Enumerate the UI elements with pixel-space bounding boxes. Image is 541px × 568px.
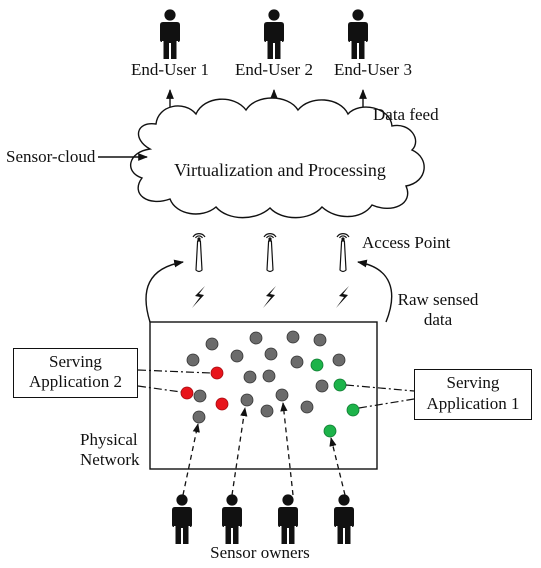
raw-data-line-2: data [423, 309, 453, 329]
serving-links [137, 369, 415, 409]
sensor-node-gray [286, 330, 300, 344]
access-point-1-icon [192, 233, 206, 273]
sensor-node-gray [332, 353, 346, 367]
network-to-ap-arrow-right [357, 259, 393, 323]
sensor-node-gray [243, 370, 257, 384]
sensor-node-red [210, 366, 224, 380]
sensor-node-gray [193, 389, 207, 403]
raw-data-line-1: Raw sensed [397, 290, 479, 309]
sensor-node-gray [230, 349, 244, 363]
sensor-node-gray [313, 333, 327, 347]
sensor-node-green [310, 358, 324, 372]
sensor-node-gray [262, 369, 276, 383]
sensor-node-gray [240, 393, 254, 407]
end-user-3-label: End-User 3 [334, 60, 412, 79]
access-point-3-icon [336, 233, 350, 273]
owner-2-link [231, 407, 248, 496]
app2-link-2 [137, 385, 182, 393]
physical-network-line-2: Network [80, 450, 140, 469]
end-user-1-label: End-User 1 [131, 60, 209, 79]
cloud-shape [130, 97, 425, 219]
end-user-3-icon [348, 9, 368, 59]
serving-application-1-box: Serving Application 1 [414, 369, 532, 420]
end-user-2-icon [264, 9, 284, 59]
access-point-label: Access Point [362, 233, 451, 252]
owner-3-link [280, 402, 294, 496]
sensor-node-gray [260, 404, 274, 418]
sensor-owner-2-icon [222, 494, 242, 544]
owner-links [182, 402, 346, 496]
access-point-2-icon [263, 233, 277, 273]
sensor-node-gray [315, 379, 329, 393]
wireless-bolt-2-icon [263, 286, 276, 308]
sensor-node-gray [264, 347, 278, 361]
app1-line-2: Application 1 [426, 394, 520, 413]
cloud-label: Virtualization and Processing [174, 160, 386, 180]
app2-link-1 [137, 369, 212, 374]
app2-line-1: Serving [49, 352, 102, 371]
end-user-2-label: End-User 2 [235, 60, 313, 79]
sensor-node-gray [249, 331, 263, 345]
owner-1-link [182, 423, 200, 496]
sensor-node-green [333, 378, 347, 392]
app2-line-2: Application 2 [28, 372, 122, 391]
wireless-bolt-1-icon [192, 286, 205, 308]
wireless-bolt-3-icon [336, 286, 349, 308]
owner-4-link [329, 437, 346, 496]
app1-link-2 [358, 398, 415, 409]
end-user-1-icon [160, 9, 180, 59]
sensor-node-gray [192, 410, 206, 424]
network-to-ap-arrow-left [145, 259, 184, 323]
sensor-node-red [215, 397, 229, 411]
app1-line-1: Serving [446, 373, 500, 392]
physical-network-line-1: Physical [80, 430, 138, 449]
sensor-owner-1-icon [172, 494, 192, 544]
sensor-node-gray [275, 388, 289, 402]
physical-network-label: Physical Network [80, 430, 139, 470]
sensor-owner-4-icon [334, 494, 354, 544]
serving-application-2-box: Serving Application 2 [13, 348, 138, 398]
sensor-node-green [323, 424, 337, 438]
app1-link-1 [345, 384, 415, 392]
sensor-owner-3-icon [278, 494, 298, 544]
sensor-owners-label: Sensor owners [210, 543, 310, 562]
sensor-nodes [180, 330, 360, 438]
sensor-node-red [180, 386, 194, 400]
data-feed-label: Data feed [373, 105, 439, 124]
sensor-node-gray [290, 355, 304, 369]
sensor-node-gray [186, 353, 200, 367]
sensor-node-gray [300, 400, 314, 414]
sensor-node-gray [205, 337, 219, 351]
raw-data-label: Raw sensed data [388, 290, 488, 329]
sensor-node-green [346, 403, 360, 417]
sensor-cloud-label: Sensor-cloud [6, 147, 96, 166]
